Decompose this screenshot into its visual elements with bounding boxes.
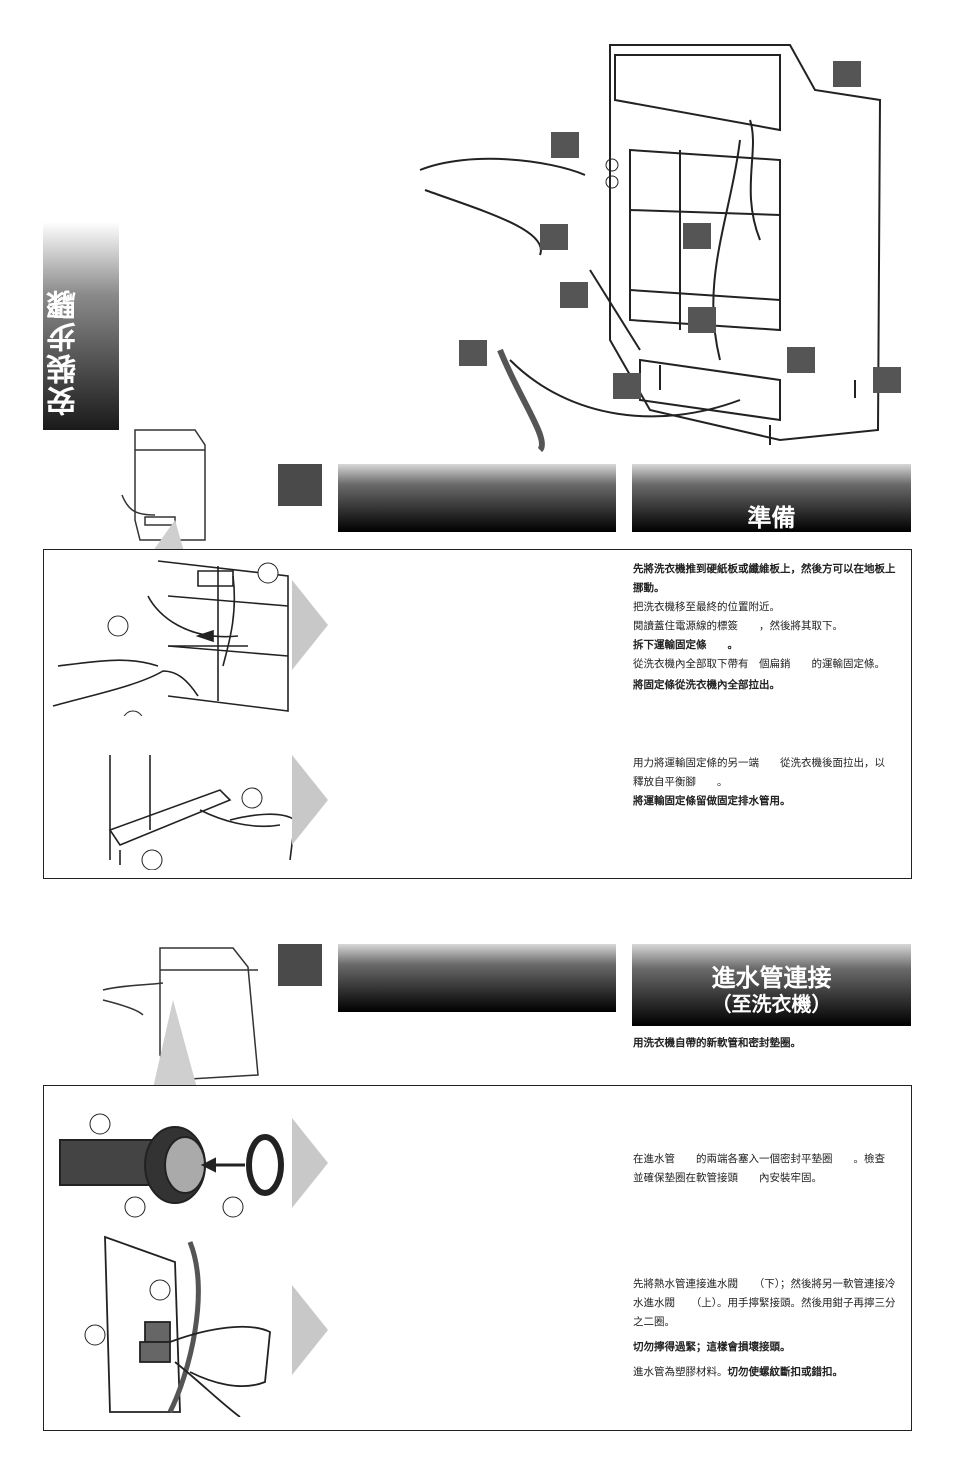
callout-marker xyxy=(833,61,861,87)
section-subtitle-inlet: （至洗衣機） xyxy=(711,992,832,1016)
prep-panel xyxy=(43,549,912,879)
inlet-p1: 在進水管 的兩端各塞入一個密封平墊圈 。檢查並確保墊圈在軟管接頭 內安裝牢固。 xyxy=(633,1153,885,1184)
callout-marker xyxy=(873,367,901,393)
prep-p8: 將運輸固定條留做固定排水管用。 xyxy=(633,795,791,807)
callout-marker xyxy=(551,132,579,158)
callout-marker xyxy=(613,373,641,399)
prep-p4: 拆下運輸固定條 。 xyxy=(633,639,738,651)
callout-marker xyxy=(560,282,588,308)
step-arrow-icon xyxy=(292,1285,328,1375)
section-title-prep: 準備 xyxy=(747,504,796,532)
seal-washer-illustration xyxy=(59,1113,284,1218)
step-arrow-icon xyxy=(292,580,328,670)
section-title-inlet: 進水管連接 xyxy=(711,964,832,992)
callout-marker xyxy=(683,223,711,249)
inlet-text-block: 先將熱水管連接進水閥 （下）；然後將另一軟管連接冷水進水閥 （上）。用手擰緊接頭… xyxy=(633,1275,901,1382)
remove-shipping-strap-illustration xyxy=(52,560,289,716)
step-arrow-icon xyxy=(292,755,328,845)
prep-p7: 用力將運輸固定條的另一端 從洗衣機後面拉出，以釋放自平衡腳 。 xyxy=(633,757,885,788)
step-number-box xyxy=(278,464,322,506)
callout-marker xyxy=(688,307,716,333)
inlet-intro: 用洗衣機自帶的新軟管和密封墊圈。 xyxy=(633,1037,801,1049)
section-header-left-prep xyxy=(338,464,616,532)
inlet-p4-b: 切勿使螺紋斷扣或錯扣。 xyxy=(727,1366,844,1378)
inlet-p2: 先將熱水管連接進水閥 （下）；然後將另一軟管連接冷水進水閥 （上）。用手擰緊接頭… xyxy=(633,1278,896,1328)
inlet-p3: 切勿擰得過緊；這樣會損壞接頭。 xyxy=(633,1341,791,1353)
inlet-p4-a: 進水管為塑膠材料。 xyxy=(633,1366,728,1378)
prep-text-block-2: 用力將運輸固定條的另一端 從洗衣機後面拉出，以釋放自平衡腳 。 將運輸固定條留做… xyxy=(633,754,893,811)
step-number-box xyxy=(278,944,322,986)
callout-marker xyxy=(540,224,568,250)
prep-p6: 將固定條從洗衣機內全部拉出。 xyxy=(633,679,780,691)
prep-p2: 把洗衣機移至最終的位置附近。 xyxy=(633,601,780,613)
connect-hose-illustration xyxy=(84,1235,271,1417)
washer-overview-illustration xyxy=(419,44,882,453)
prep-p3: 閱讀蓋住電源線的標簽 ，然後將其取下。 xyxy=(633,620,843,632)
washer-thumbnail-inlet xyxy=(102,947,259,1110)
pull-strap-illustration xyxy=(108,755,296,870)
step-arrow-icon xyxy=(292,1118,328,1208)
section-header-left-inlet xyxy=(338,944,616,1012)
callout-marker xyxy=(459,340,487,366)
washer-thumbnail-prep xyxy=(121,429,206,555)
side-title-tab: 安裝步驟 xyxy=(43,222,119,430)
prep-p5: 從洗衣機內全部取下帶有 個扁銷 的運輸固定條。 xyxy=(633,658,885,670)
callout-marker xyxy=(787,347,815,373)
section-header-inlet: 進水管連接 （至洗衣機） xyxy=(632,944,911,1026)
prep-text-block-1: 先將洗衣機推到硬紙板或纖維板上，然後方可以在地板上挪動。 把洗衣機移至最終的位置… xyxy=(633,560,901,695)
section-header-prep: 準備 xyxy=(632,464,911,532)
prep-p1: 先將洗衣機推到硬紙板或纖維板上，然後方可以在地板上挪動。 xyxy=(633,563,896,594)
side-title: 安裝步驟 xyxy=(47,288,82,416)
